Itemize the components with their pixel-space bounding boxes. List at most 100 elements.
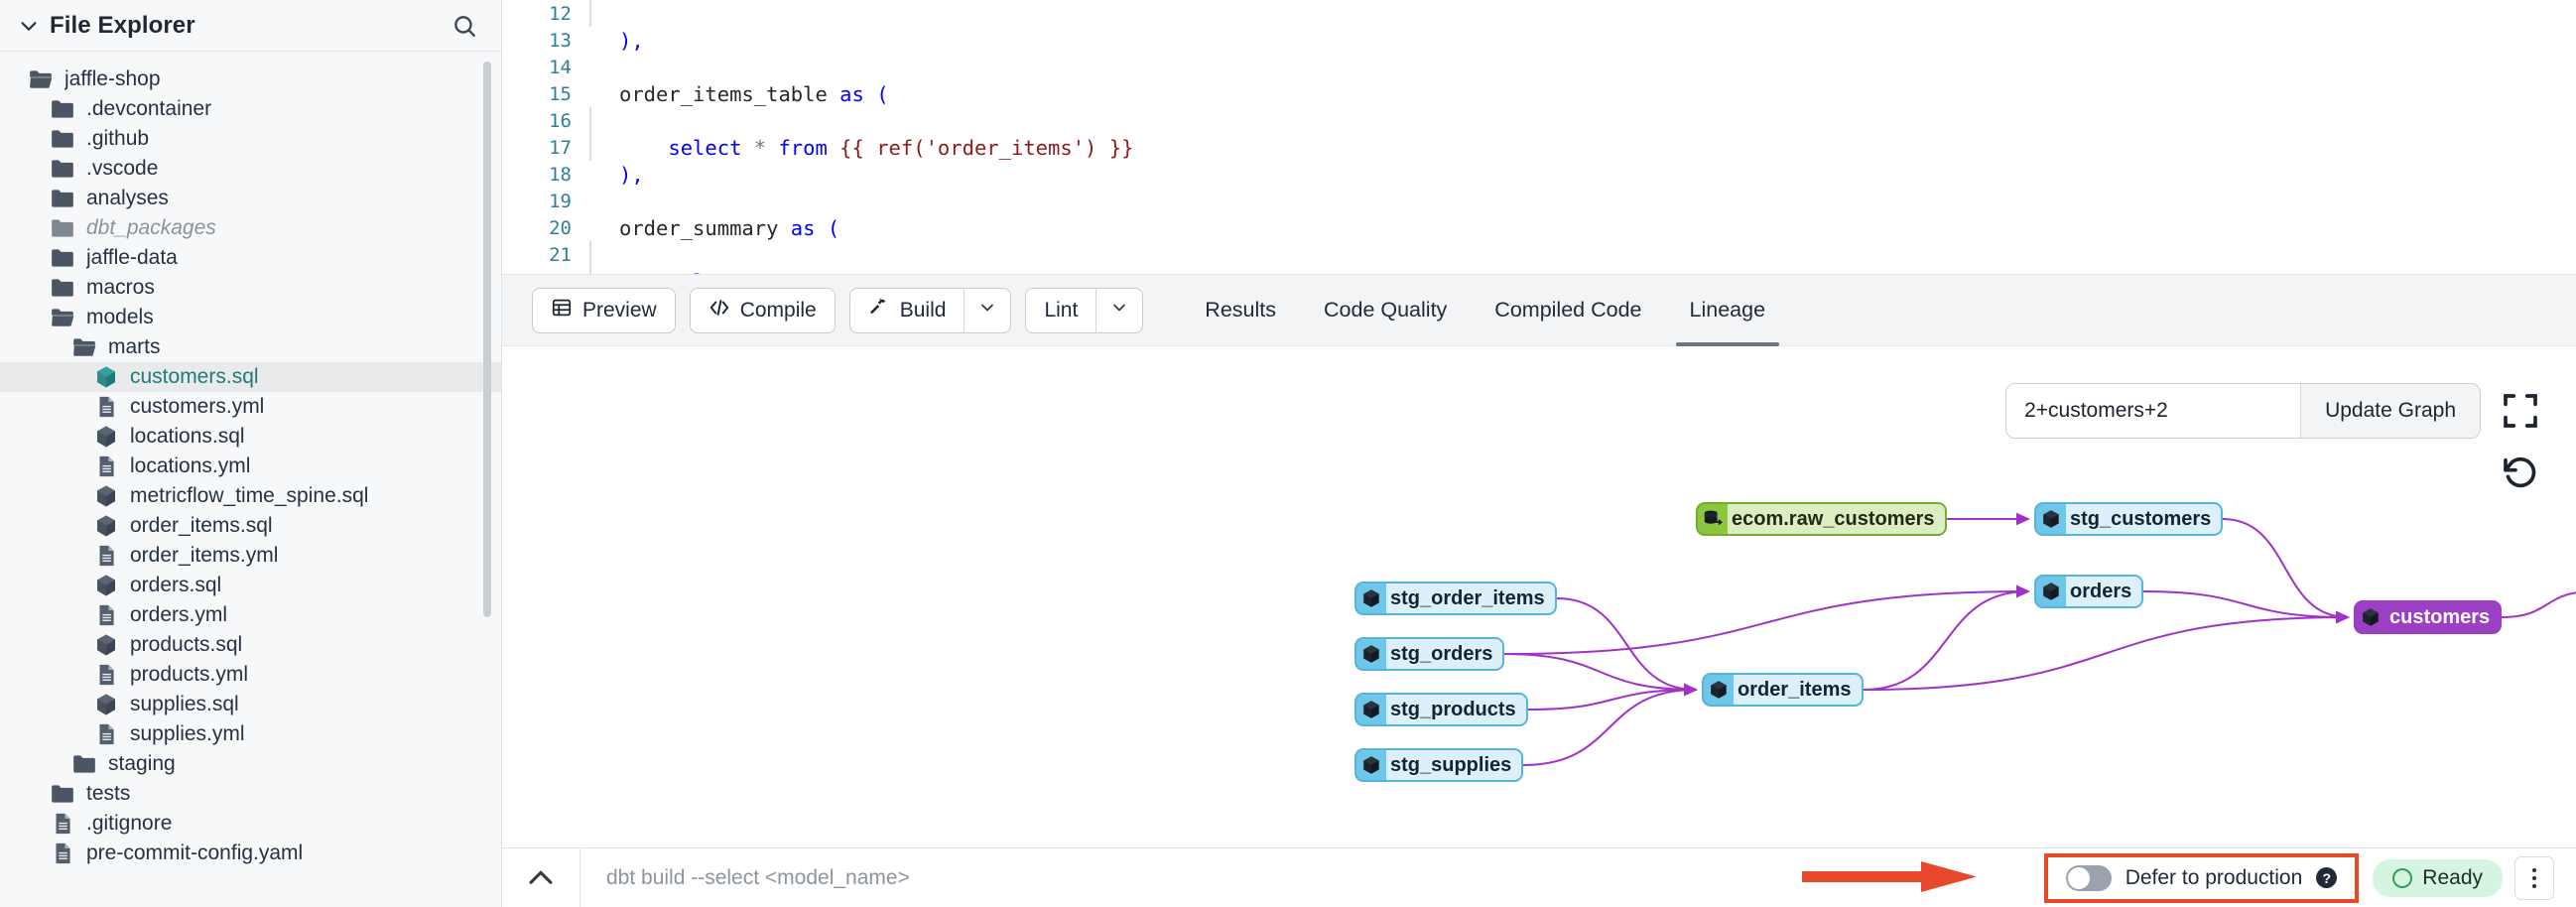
code-text — [591, 56, 631, 79]
build-split-button: Build — [848, 287, 1012, 333]
lineage-node[interactable]: stg_products — [1354, 693, 1528, 726]
tree-item-label: products.sql — [130, 633, 243, 656]
defer-toggle[interactable] — [2065, 864, 2112, 891]
lineage-node[interactable]: customers — [2354, 600, 2503, 634]
indent-guide — [589, 134, 591, 161]
tree-folder-item[interactable]: .devcontainer — [0, 94, 501, 124]
cube-icon — [1356, 699, 1386, 720]
lint-split-button: Lint — [1025, 287, 1144, 333]
tree-folder-item[interactable]: models — [0, 303, 501, 332]
preview-button[interactable]: Preview — [532, 287, 676, 333]
tree-folder-item[interactable]: analyses — [0, 184, 501, 213]
tree-folder-item[interactable]: jaffle-data — [0, 243, 501, 273]
code-text: ), — [619, 162, 644, 187]
cube-icon — [93, 573, 119, 598]
lineage-node-label: stg_customers — [2066, 504, 2222, 534]
cube-icon — [2036, 508, 2066, 530]
tree-file-item[interactable]: supplies.sql — [0, 690, 501, 719]
document-icon — [93, 543, 119, 569]
lineage-canvas[interactable]: ecom.raw_customers stg_customers stg_order… — [502, 346, 2576, 847]
status-label: Ready — [2422, 865, 2483, 889]
tree-file-item[interactable]: order_items.yml — [0, 541, 501, 571]
tree-file-item[interactable]: orders.sql — [0, 571, 501, 600]
line-number: 18 — [549, 163, 572, 186]
tree-folder-item[interactable]: marts — [0, 332, 501, 362]
code-line: 22 select — [502, 268, 2576, 275]
fullscreen-icon[interactable] — [2501, 391, 2540, 431]
lineage-node[interactable]: stg_supplies — [1354, 748, 1524, 782]
line-number: 20 — [549, 216, 572, 239]
lineage-node[interactable]: orders — [2034, 575, 2144, 608]
compile-button[interactable]: Compile — [689, 287, 836, 333]
tree-item-label: supplies.yml — [130, 722, 245, 745]
indent-guide — [589, 0, 591, 27]
chevron-up-icon[interactable] — [524, 861, 558, 895]
line-number: 22 — [502, 271, 589, 275]
defer-to-production-control[interactable]: Defer to production ? — [2043, 852, 2360, 903]
build-label: Build — [899, 298, 947, 322]
graph-selector-controls: Update Graph — [2005, 383, 2481, 439]
build-dropdown-toggle[interactable] — [964, 287, 1012, 333]
question-mark-icon[interactable]: ? — [2316, 867, 2338, 888]
lineage-node[interactable]: stg_orders — [1354, 637, 1505, 671]
code-line: 17 select * from {{ ref('order_items') }… — [502, 134, 2576, 161]
document-icon — [93, 394, 119, 420]
tree-item-label: jaffle-shop — [64, 67, 161, 90]
graph-selector-input[interactable] — [2006, 384, 2301, 438]
lint-button[interactable]: Lint — [1025, 287, 1096, 333]
tree-item-label: .gitignore — [86, 812, 173, 835]
tree-file-item[interactable]: pre-commit-config.yaml — [0, 839, 501, 868]
lineage-node[interactable]: stg_order_items — [1354, 582, 1557, 615]
lineage-edge — [2142, 590, 2350, 624]
tree-file-item[interactable]: supplies.yml — [0, 719, 501, 749]
tree-file-item[interactable]: .gitignore — [0, 809, 501, 839]
tree-item-label: orders.sql — [130, 574, 222, 596]
code-text: ), — [619, 28, 644, 53]
tree-file-item[interactable]: orders.yml — [0, 600, 501, 630]
tab-compiled-code[interactable]: Compiled Code — [1494, 298, 1642, 322]
tree-folder-item[interactable]: staging — [0, 749, 501, 779]
status-bar: dbt build --select <model_name> Defer to… — [502, 847, 2576, 907]
lineage-node[interactable]: order_items — [1702, 673, 1864, 707]
lint-dropdown-toggle[interactable] — [1095, 287, 1144, 333]
tree-file-item[interactable]: products.yml — [0, 660, 501, 690]
tab-lineage[interactable]: Lineage — [1666, 275, 1790, 346]
code-text: order_items_table as ( — [619, 81, 889, 106]
lineage-nodes[interactable]: ecom.raw_customers stg_customers stg_order… — [502, 346, 2576, 847]
tree-folder-item[interactable]: .vscode — [0, 154, 501, 184]
reset-icon[interactable] — [2501, 454, 2540, 493]
build-button[interactable]: Build — [848, 287, 965, 333]
cube-icon — [1356, 587, 1386, 609]
cube-icon — [2036, 581, 2066, 602]
tree-file-item[interactable]: order_items.sql — [0, 511, 501, 541]
tree-folder-item[interactable]: tests — [0, 779, 501, 809]
more-vertical-icon[interactable] — [2514, 855, 2554, 900]
tab-results[interactable]: Results — [1205, 298, 1276, 322]
cube-icon — [2356, 606, 2385, 628]
lineage-node[interactable]: stg_customers — [2034, 502, 2224, 536]
tree-file-item[interactable]: locations.sql — [0, 422, 501, 452]
tree-item-label: orders.yml — [130, 603, 228, 626]
tree-file-item[interactable]: customers.yml — [0, 392, 501, 422]
chevron-down-icon — [1109, 298, 1129, 323]
sidebar-scrollbar[interactable] — [483, 62, 491, 617]
chevron-down-icon[interactable] — [18, 15, 40, 37]
lineage-node[interactable]: ecom.raw_customers — [1696, 502, 1947, 536]
search-icon[interactable] — [451, 13, 477, 39]
tab-code-quality[interactable]: Code Quality — [1324, 298, 1448, 322]
tree-file-item[interactable]: metricflow_time_spine.sql — [0, 481, 501, 511]
tree-file-item[interactable]: products.sql — [0, 630, 501, 660]
tree-folder-item[interactable]: jaffle-shop — [0, 65, 501, 94]
tree-file-item[interactable]: customers.sql — [0, 362, 501, 392]
folder-icon — [71, 334, 97, 360]
tree-folder-item[interactable]: .github — [0, 124, 501, 154]
result-tabs[interactable]: Results Code Quality Compiled Code Lineage — [1181, 275, 1789, 346]
tree-item-label: dbt_packages — [86, 216, 216, 239]
tree-folder-item[interactable]: dbt_packages — [0, 213, 501, 243]
tree-file-item[interactable]: locations.yml — [0, 452, 501, 481]
update-graph-button[interactable]: Update Graph — [2300, 384, 2480, 438]
command-input[interactable]: dbt build --select <model_name> — [580, 847, 2044, 907]
tree-folder-item[interactable]: macros — [0, 273, 501, 303]
